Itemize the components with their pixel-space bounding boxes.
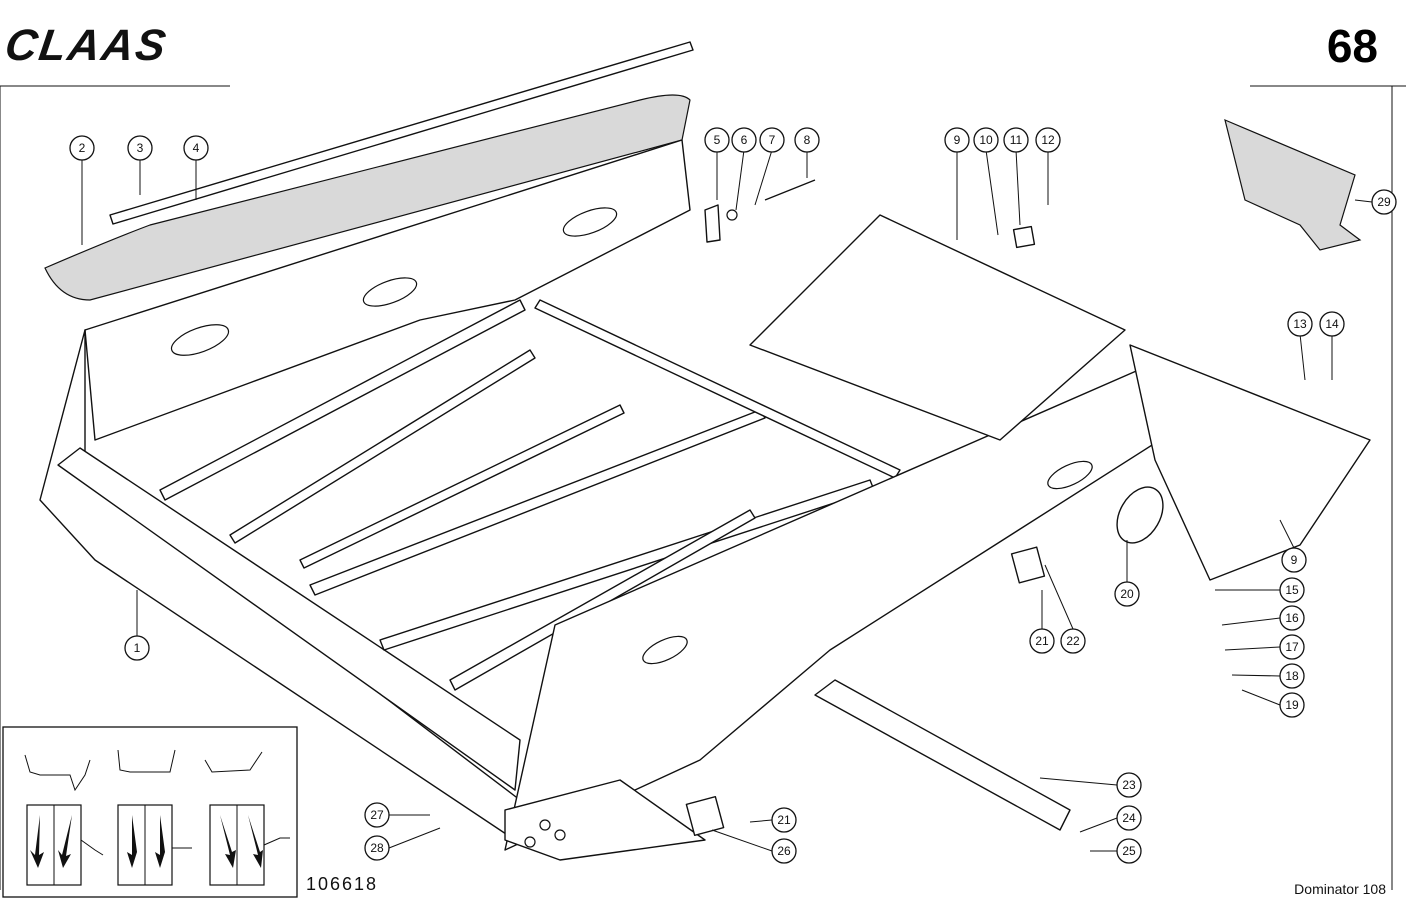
svg-text:12: 12 — [1041, 133, 1055, 147]
svg-text:1: 1 — [134, 641, 141, 655]
svg-text:3: 3 — [137, 141, 144, 155]
callout-18: 18 — [1279, 663, 1305, 689]
callout-25: 25 — [1116, 838, 1142, 864]
callout-21-left: 21 — [771, 807, 797, 833]
floor-slats — [159, 299, 901, 691]
front-end-plate — [504, 779, 706, 861]
svg-text:18: 18 — [1285, 669, 1299, 683]
callouts: 1 2 3 4 5 6 7 8 9 10 11 12 13 14 9 15 16… — [69, 127, 1397, 864]
callout-29: 29 — [1371, 189, 1397, 215]
callout-28: 28 — [364, 835, 390, 861]
callout-leaders — [81, 149, 1373, 852]
callout-5: 5 — [704, 127, 730, 153]
svg-text:23: 23 — [1122, 778, 1136, 792]
callout-12: 12 — [1035, 127, 1061, 153]
callout-22: 22 — [1060, 628, 1086, 654]
brand-logo: CLAAS — [2, 21, 170, 70]
callout-24: 24 — [1116, 805, 1142, 831]
callout-19: 19 — [1279, 692, 1305, 718]
callout-9-right: 9 — [1281, 547, 1307, 573]
svg-text:9: 9 — [954, 133, 961, 147]
svg-text:25: 25 — [1122, 844, 1136, 858]
svg-text:5: 5 — [714, 133, 721, 147]
inset-legend — [2, 726, 298, 898]
svg-text:13: 13 — [1293, 317, 1307, 331]
svg-text:19: 19 — [1285, 698, 1299, 712]
callout-9-top: 9 — [944, 127, 970, 153]
svg-text:10: 10 — [979, 133, 993, 147]
svg-text:11: 11 — [1010, 133, 1023, 147]
svg-text:16: 16 — [1285, 611, 1299, 625]
svg-text:7: 7 — [769, 133, 776, 147]
right-top-panel — [749, 214, 1126, 441]
svg-text:14: 14 — [1325, 317, 1339, 331]
callout-6: 6 — [731, 127, 757, 153]
bracket-5 — [704, 204, 721, 243]
callout-27: 27 — [364, 802, 390, 828]
straw-walker-sectional-view-icon — [24, 749, 263, 792]
callout-21-right: 21 — [1029, 628, 1055, 654]
svg-text:24: 24 — [1122, 811, 1136, 825]
svg-text:21: 21 — [777, 813, 791, 827]
svg-text:27: 27 — [370, 808, 384, 822]
plate-26 — [685, 795, 725, 837]
svg-text:4: 4 — [193, 141, 200, 155]
callout-17: 17 — [1279, 634, 1305, 660]
flap-29 — [1224, 118, 1362, 251]
callout-1: 1 — [124, 635, 150, 661]
model-name: Dominator 108 — [1294, 881, 1386, 897]
callout-26: 26 — [771, 838, 797, 864]
plate-22 — [1010, 546, 1046, 584]
svg-text:8: 8 — [804, 133, 811, 147]
drawing-number: 106618 — [306, 874, 378, 894]
callout-10: 10 — [973, 127, 999, 153]
callout-20: 20 — [1114, 581, 1140, 607]
plate-11 — [1012, 225, 1036, 249]
svg-text:6: 6 — [741, 133, 748, 147]
callout-15: 15 — [1279, 577, 1305, 603]
callout-8: 8 — [794, 127, 820, 153]
callout-2: 2 — [69, 135, 95, 161]
svg-text:9: 9 — [1291, 553, 1298, 567]
callout-16: 16 — [1279, 605, 1305, 631]
svg-text:29: 29 — [1377, 195, 1391, 209]
airflow-arrow-icon — [26, 804, 290, 886]
front-beam — [57, 447, 521, 791]
callout-13: 13 — [1287, 311, 1313, 337]
straw-walker-assembly — [39, 41, 1371, 861]
svg-text:26: 26 — [777, 844, 791, 858]
svg-text:28: 28 — [370, 841, 384, 855]
right-wing-panel — [1129, 344, 1371, 581]
top-angle-strip — [109, 41, 694, 225]
svg-text:22: 22 — [1066, 634, 1080, 648]
svg-text:2: 2 — [79, 141, 86, 155]
top-cover — [44, 94, 691, 301]
header-frame — [0, 85, 1406, 890]
bottom-rail — [814, 679, 1071, 831]
svg-text:20: 20 — [1120, 587, 1134, 601]
callout-23: 23 — [1116, 772, 1142, 798]
callout-7: 7 — [759, 127, 785, 153]
svg-text:21: 21 — [1035, 634, 1049, 648]
seal-20 — [1116, 486, 1164, 544]
svg-text:15: 15 — [1285, 583, 1299, 597]
callout-14: 14 — [1319, 311, 1345, 337]
callout-3: 3 — [127, 135, 153, 161]
page-number: 68 — [1327, 20, 1378, 72]
callout-11: 11 — [1003, 127, 1029, 153]
callout-4: 4 — [183, 135, 209, 161]
svg-text:17: 17 — [1285, 640, 1299, 654]
